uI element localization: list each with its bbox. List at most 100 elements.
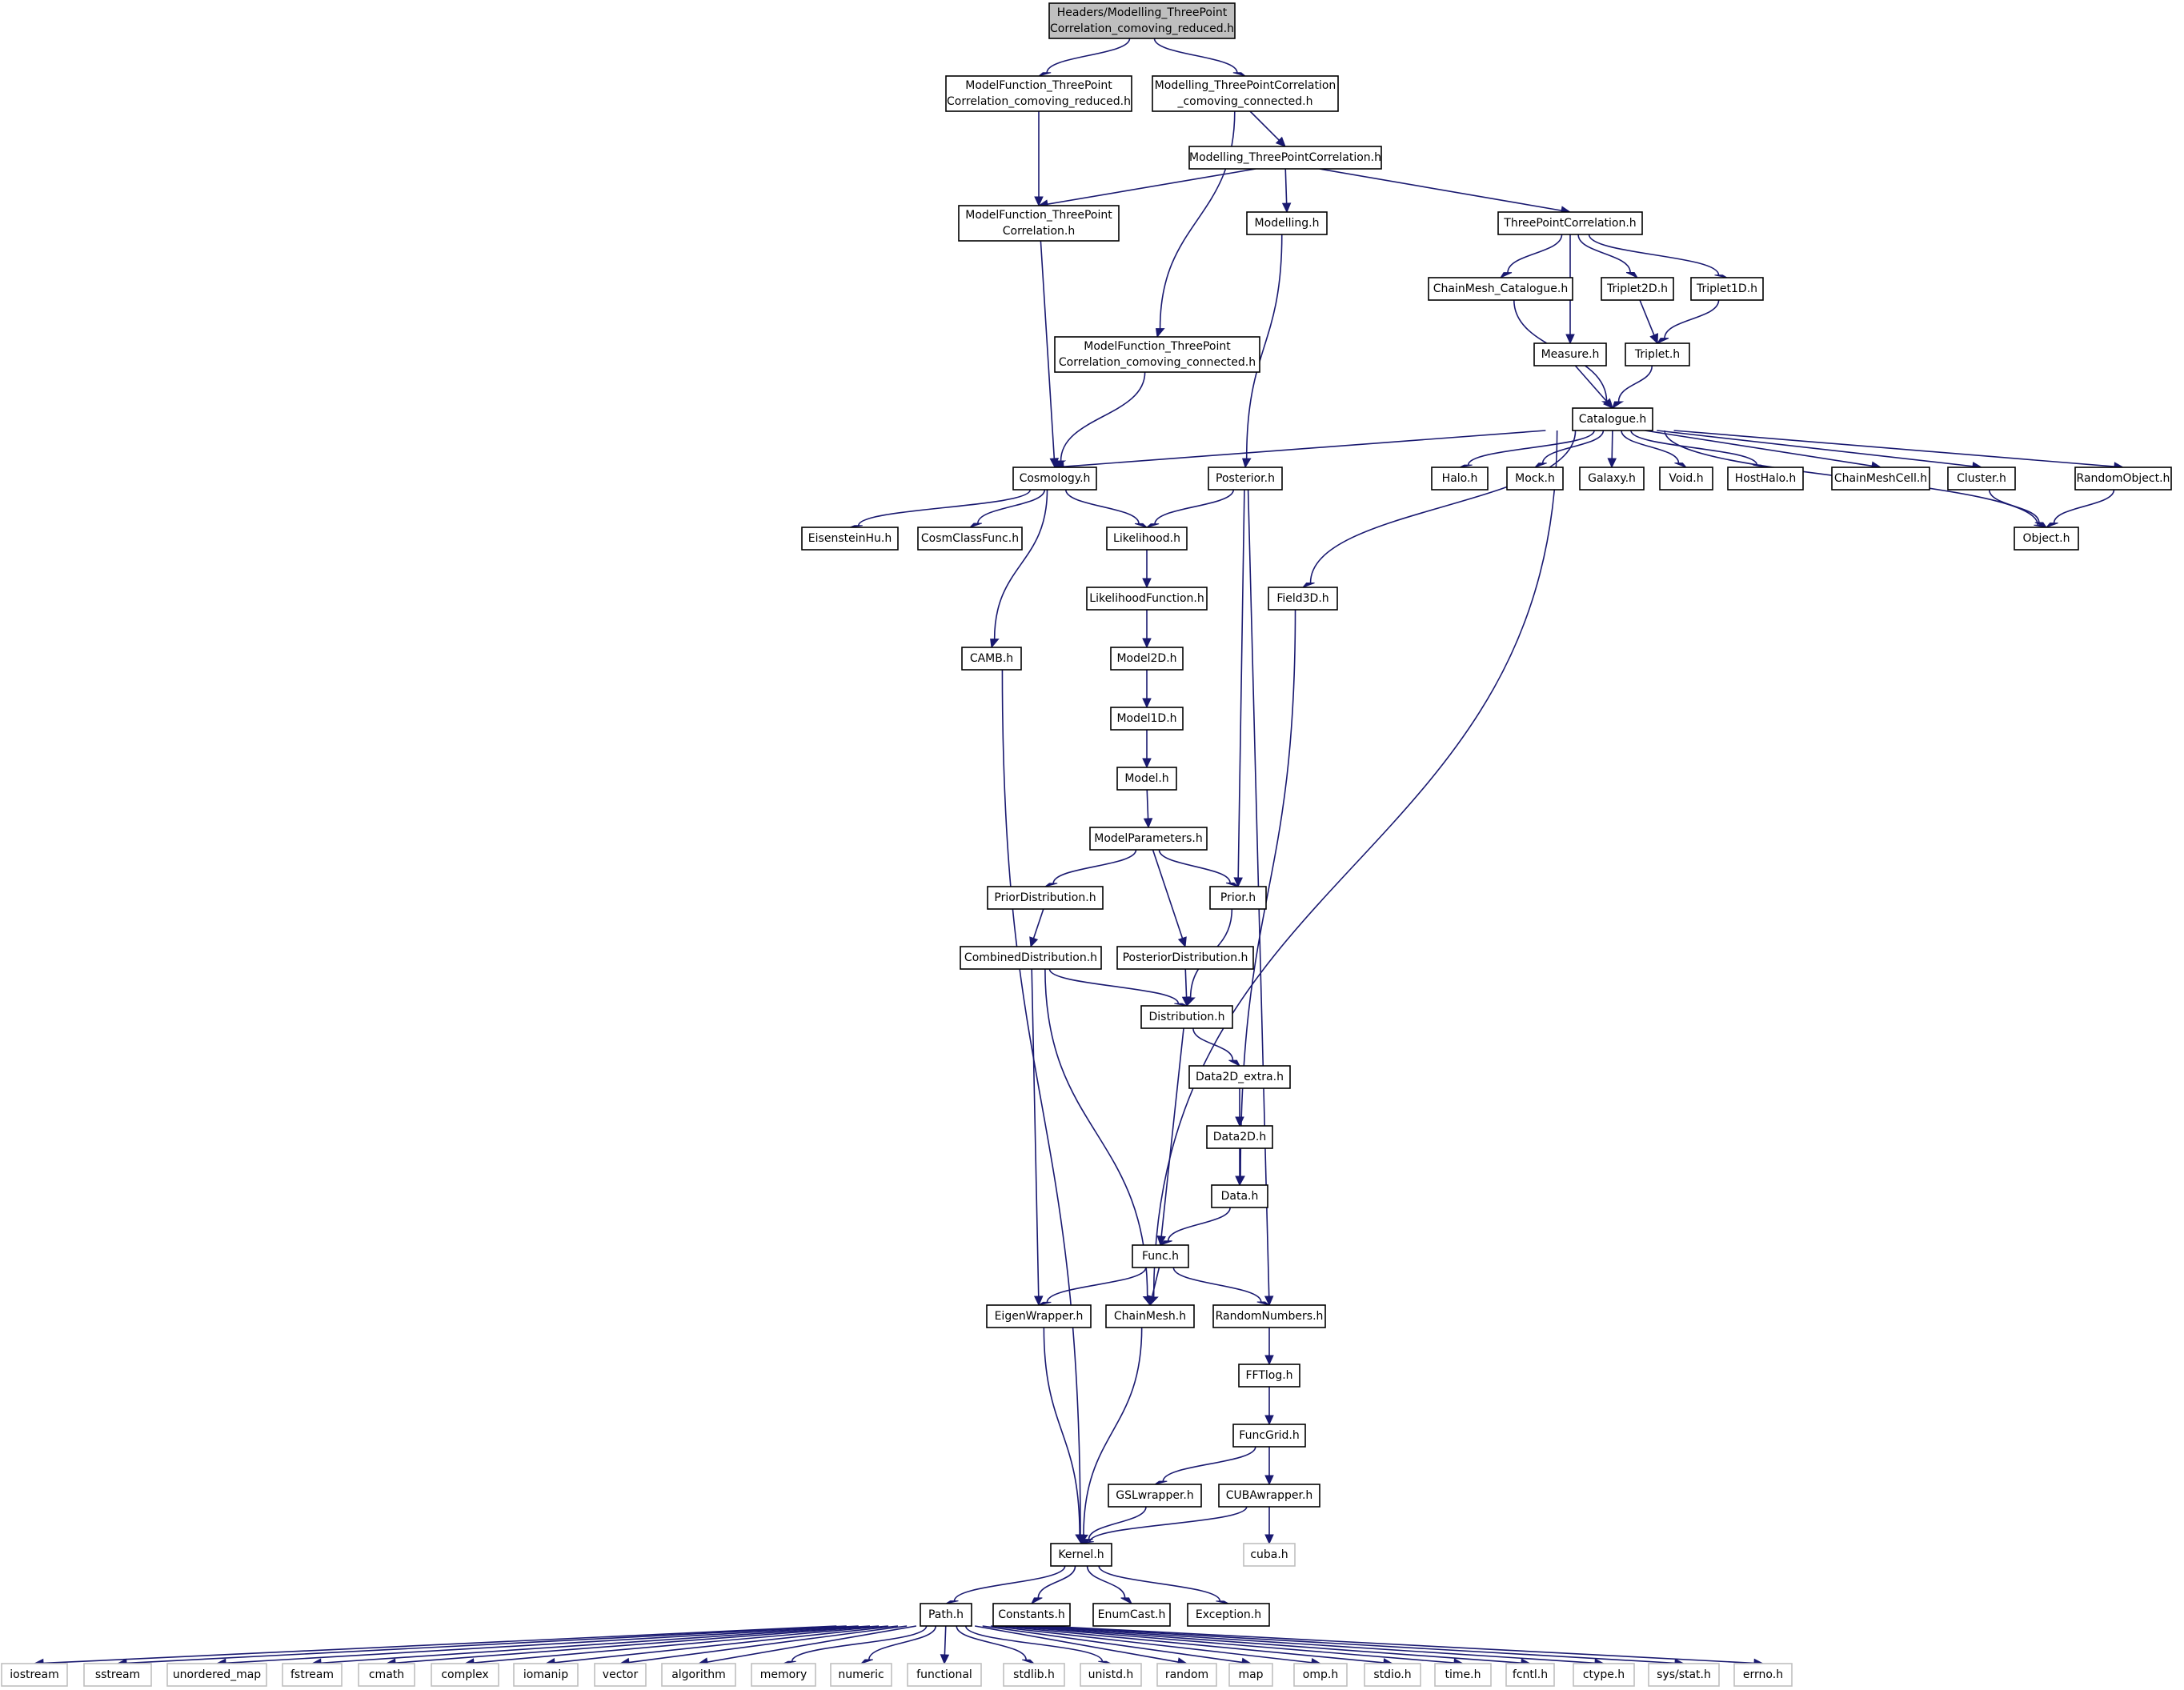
node-modelparams[interactable]: ModelParameters.h [1089, 827, 1208, 851]
node-funcgrid[interactable]: FuncGrid.h [1232, 1424, 1306, 1448]
node-measure[interactable]: Measure.h [1533, 342, 1607, 366]
edge-line [1046, 38, 1131, 74]
node-modelling[interactable]: Modelling.h [1246, 211, 1328, 235]
node-data2d[interactable]: Data2D.h [1206, 1125, 1273, 1149]
node-cuba-w[interactable]: CUBAwrapper.h [1218, 1484, 1320, 1508]
node-chainmesh[interactable]: ChainMesh.h [1105, 1304, 1195, 1328]
node-mf3pc[interactable]: ModelFunction_ThreePointCorrelation.h [958, 205, 1120, 242]
node-ctype[interactable]: ctype.h [1573, 1663, 1635, 1687]
node-label: Modelling_ThreePointCorrelation [1155, 79, 1336, 92]
node-iomanip[interactable]: iomanip [513, 1663, 579, 1687]
node-constants[interactable]: Constants.h [992, 1603, 1071, 1627]
node-eigen[interactable]: EigenWrapper.h [986, 1304, 1092, 1328]
node-tpc[interactable]: ThreePointCorrelation.h [1497, 211, 1643, 235]
node-cosmclass[interactable]: CosmClassFunc.h [917, 527, 1023, 551]
node-m3pc-conn[interactable]: Modelling_ThreePointCorrelation_comoving… [1152, 75, 1339, 112]
node-mock[interactable]: Mock.h [1506, 467, 1564, 491]
node-mf-red[interactable]: ModelFunction_ThreePointCorrelation_como… [945, 75, 1132, 112]
edge-arrowhead [1612, 401, 1625, 410]
node-randnum[interactable]: RandomNumbers.h [1212, 1304, 1326, 1328]
edge-line [982, 1625, 1243, 1664]
node-galaxy[interactable]: Galaxy.h [1579, 467, 1645, 491]
node-stdlib[interactable]: stdlib.h [1003, 1663, 1065, 1687]
node-fftlog[interactable]: FFTlog.h [1238, 1364, 1300, 1388]
node-triplet[interactable]: Triplet.h [1625, 342, 1690, 366]
node-triplet1d[interactable]: Triplet1D.h [1690, 277, 1764, 301]
node-vector[interactable]: vector [594, 1663, 647, 1687]
node-catalogue[interactable]: Catalogue.h [1572, 407, 1653, 431]
node-triplet2d[interactable]: Triplet2D.h [1601, 277, 1674, 301]
node-functional[interactable]: functional [907, 1663, 982, 1687]
edge-line [42, 1625, 837, 1664]
node-kernel[interactable]: Kernel.h [1050, 1543, 1112, 1567]
node-halo[interactable]: Halo.h [1431, 467, 1489, 491]
node-box [1, 1663, 68, 1687]
node-box [1086, 587, 1208, 611]
edge-posterior-to-likelihood [1146, 489, 1235, 528]
node-memory[interactable]: memory [751, 1663, 816, 1687]
node-cmath[interactable]: cmath [358, 1663, 415, 1687]
node-map[interactable]: map [1228, 1663, 1273, 1687]
node-model2d[interactable]: Model2D.h [1110, 647, 1184, 671]
node-algorithm[interactable]: algorithm [661, 1663, 736, 1687]
node-cuba[interactable]: cuba.h [1243, 1543, 1296, 1567]
node-box [1246, 211, 1328, 235]
edge-combdist-to-eigen [1031, 968, 1044, 1307]
node-model[interactable]: Model.h [1116, 767, 1177, 791]
node-camb[interactable]: CAMB.h [961, 647, 1022, 671]
node-fcntl[interactable]: fcntl.h [1505, 1663, 1555, 1687]
node-m3pc[interactable]: Modelling_ThreePointCorrelation.h [1188, 146, 1382, 170]
node-iostream[interactable]: iostream [1, 1663, 68, 1687]
node-box [358, 1663, 415, 1687]
edge-path-to-unordered_map [215, 1625, 859, 1668]
node-complex[interactable]: complex [431, 1663, 499, 1687]
node-prior[interactable]: Prior.h [1209, 886, 1267, 910]
node-func[interactable]: Func.h [1132, 1244, 1189, 1268]
node-randomobject[interactable]: RandomObject.h [2074, 467, 2172, 491]
node-object[interactable]: Object.h [2014, 527, 2079, 551]
node-data2dx[interactable]: Data2D_extra.h [1188, 1065, 1291, 1089]
node-chainmeshcell[interactable]: ChainMeshCell.h [1831, 467, 1930, 491]
node-unordered-map[interactable]: unordered_map [166, 1663, 267, 1687]
node-posterior[interactable]: Posterior.h [1208, 467, 1283, 491]
edge-arrowhead [1225, 882, 1239, 887]
node-cluster[interactable]: Cluster.h [1947, 467, 2016, 491]
node-eisenstein[interactable]: EisensteinHu.h [801, 527, 899, 551]
node-random[interactable]: random [1156, 1663, 1217, 1687]
node-hosthalo[interactable]: HostHalo.h [1727, 467, 1804, 491]
node-gsl[interactable]: GSLwrapper.h [1108, 1484, 1202, 1508]
node-exception[interactable]: Exception.h [1187, 1603, 1270, 1627]
node-box [1497, 211, 1643, 235]
node-path[interactable]: Path.h [920, 1603, 972, 1627]
node-errno[interactable]: errno.h [1733, 1663, 1793, 1687]
edge-arrowhead [1120, 1597, 1133, 1605]
node-cmcat[interactable]: ChainMesh_Catalogue.h [1428, 277, 1573, 301]
node-unistd[interactable]: unistd.h [1080, 1663, 1142, 1687]
node-fstream[interactable]: fstream [282, 1663, 343, 1687]
node-sysstat[interactable]: sys/stat.h [1648, 1663, 1720, 1687]
node-enumcast[interactable]: EnumCast.h [1092, 1603, 1171, 1627]
node-label: Object.h [2023, 532, 2070, 545]
node-likelihood[interactable]: Likelihood.h [1106, 527, 1188, 551]
node-data[interactable]: Data.h [1211, 1184, 1268, 1208]
node-model1d[interactable]: Model1D.h [1110, 707, 1184, 731]
node-root[interactable]: Headers/Modelling_ThreePointCorrelation_… [1048, 2, 1236, 39]
node-distribution[interactable]: Distribution.h [1140, 1005, 1233, 1029]
node-combdist[interactable]: CombinedDistribution.h [960, 946, 1102, 970]
node-likefunc[interactable]: LikelihoodFunction.h [1086, 587, 1208, 611]
node-field3d[interactable]: Field3D.h [1268, 587, 1338, 611]
node-priordist[interactable]: PriorDistribution.h [987, 886, 1104, 910]
node-sstream[interactable]: sstream [83, 1663, 152, 1687]
node-numeric[interactable]: numeric [830, 1663, 892, 1687]
node-omp[interactable]: omp.h [1293, 1663, 1348, 1687]
node-cosmology[interactable]: Cosmology.h [1012, 467, 1097, 491]
node-void[interactable]: Void.h [1659, 467, 1713, 491]
node-stdio[interactable]: stdio.h [1364, 1663, 1421, 1687]
node-postdist[interactable]: PosteriorDistribution.h [1116, 946, 1254, 970]
node-time[interactable]: time.h [1434, 1663, 1492, 1687]
node-label: GSLwrapper.h [1116, 1489, 1194, 1502]
node-mf-conn[interactable]: ModelFunction_ThreePointCorrelation_como… [1054, 336, 1260, 373]
edge-arrowhead [1142, 638, 1152, 649]
edge-arrowhead [1625, 272, 1639, 279]
edge-arrowhead [1143, 818, 1153, 829]
